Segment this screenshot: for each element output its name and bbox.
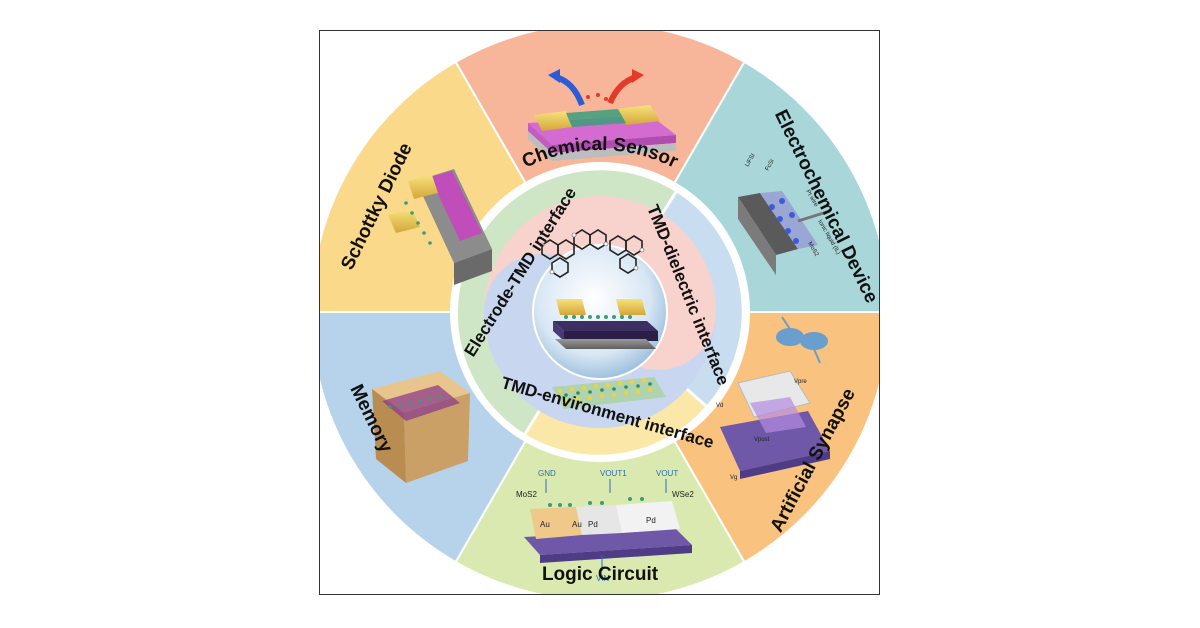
chemical-sensor-illustration bbox=[528, 69, 676, 161]
memory-illustration bbox=[372, 371, 470, 483]
core-device-illustration bbox=[553, 299, 658, 349]
label-fcsi: FcSi bbox=[765, 159, 776, 172]
molecule-atoms bbox=[539, 232, 645, 275]
label-pd-1: Pd bbox=[588, 520, 598, 529]
label-vout: VOUT bbox=[656, 469, 678, 478]
label-logic-circuit: Logic Circuit bbox=[542, 564, 659, 585]
label-vpost: Vpost bbox=[754, 437, 770, 443]
label-vout1: VOUT1 bbox=[600, 469, 627, 478]
schottky-diode-illustration bbox=[388, 169, 492, 285]
label-pd-2: Pd bbox=[646, 516, 656, 525]
neuron-icon bbox=[776, 316, 828, 364]
label-au-2: Au bbox=[572, 520, 582, 529]
label-wse2: WSe2 bbox=[672, 490, 694, 499]
label-vd: Vd bbox=[716, 403, 723, 409]
label-gnd: GND bbox=[538, 469, 556, 478]
label-vpre: Vpre bbox=[794, 379, 807, 385]
logic-circuit-illustration: GND VOUT1 VOUT MoS2 WSe2 Au Au Pd Pd VIN bbox=[516, 469, 694, 583]
label-vg: Vg bbox=[730, 475, 737, 481]
label-mos2: MoS2 bbox=[516, 490, 537, 499]
tmd-lattice-illustration bbox=[552, 377, 666, 409]
interface-wheel-diagram: LiFSI FcSi Pt wire Ionic liquid (IL) MoS… bbox=[320, 31, 879, 594]
artificial-synapse-illustration: Vpre Vpost Vd Vg bbox=[716, 316, 830, 481]
figure-frame: LiFSI FcSi Pt wire Ionic liquid (IL) MoS… bbox=[319, 30, 880, 595]
label-au-1: Au bbox=[540, 520, 550, 529]
label-vin: VIN bbox=[596, 574, 610, 583]
